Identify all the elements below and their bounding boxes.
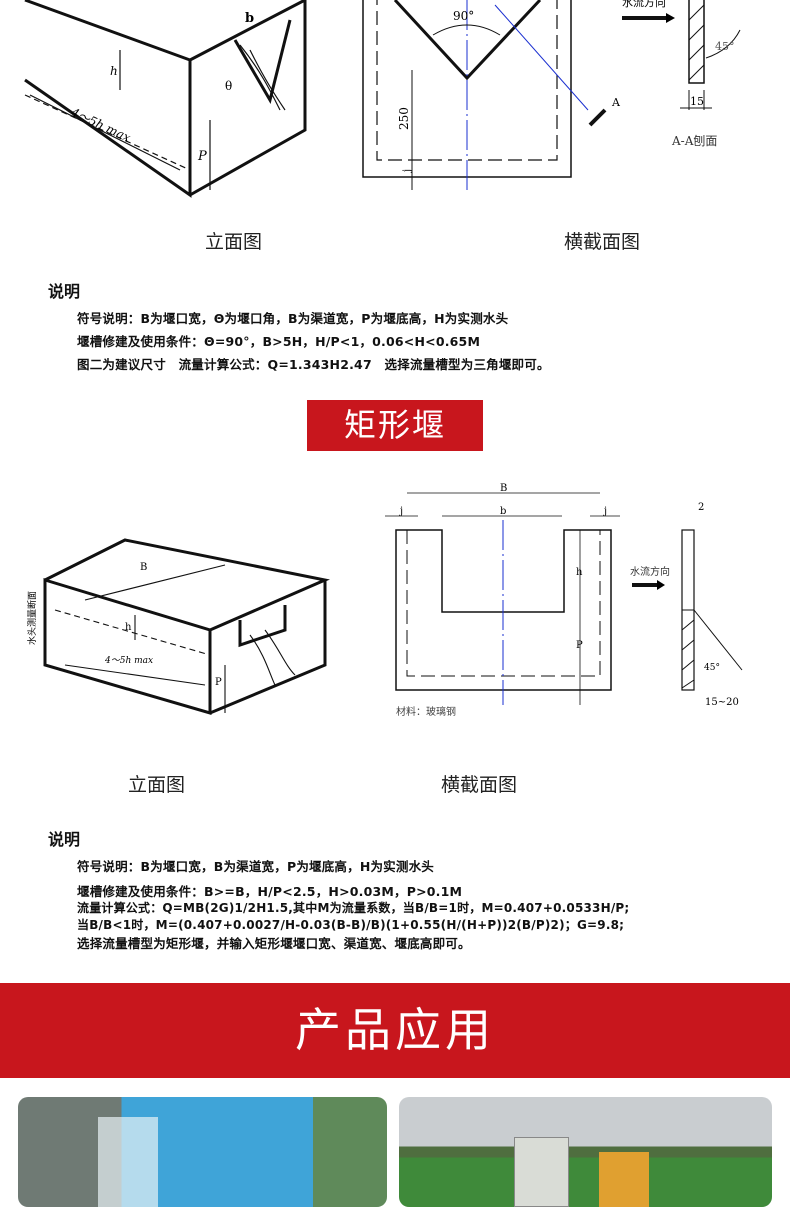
notes-line: 堰槽修建及使用条件：B>=B，H/P<2.5，H>0.03M，P>0.1M: [77, 884, 463, 899]
label-B: B: [500, 483, 507, 494]
label-h: h: [125, 622, 132, 633]
notes-line: 选择流量槽型为矩形堰，并输入矩形堰堰口宽、渠道宽、堰底高即可。: [77, 936, 471, 951]
label-b: b: [500, 506, 506, 517]
notes-line: 流量计算公式：Q=MB(2G)1/2H1.5,其中M为流量系数，当B/B=1时，…: [77, 901, 630, 915]
label-j: j: [402, 169, 413, 173]
notes-line: 图二为建议尺寸 流量计算公式：Q=1.343H2.47 选择流量槽型为三角堰即可…: [77, 357, 550, 372]
notes-line: 符号说明：B为堰口宽，Θ为堰口角，B为渠道宽，P为堰底高，H为实测水头: [77, 311, 509, 326]
label-width: 15~20: [705, 697, 739, 708]
label-b: B: [140, 562, 147, 573]
caption-cross-section: 横截面图: [564, 231, 641, 253]
label-length: 4～5h max: [104, 656, 153, 666]
notes-heading: 说明: [48, 282, 81, 301]
notes-heading: 说明: [48, 830, 81, 849]
label-thickness: 2: [698, 502, 704, 513]
label-side-angle: 45°: [715, 40, 735, 53]
label-theta: θ: [225, 79, 232, 93]
notes-line: 当B/B<1时，M=(0.407+0.0027/H-0.03(B-B)/B)(1…: [77, 918, 625, 932]
application-photo-water-channel: [18, 1097, 387, 1207]
caption-cross-section: 横截面图: [441, 774, 518, 796]
control-cabinet: [514, 1137, 569, 1207]
label-h: h: [110, 64, 118, 78]
label-a: A: [611, 96, 621, 109]
label-height: 250: [397, 107, 411, 130]
label-material: 材料：玻璃钢: [396, 705, 456, 718]
label-flow: 水流方向: [630, 565, 670, 578]
label-j: j: [399, 506, 403, 517]
label-side-angle: 45°: [704, 663, 720, 673]
label-angle: 90°: [453, 9, 474, 23]
caption-elevation: 立面图: [205, 231, 263, 253]
rectangular-weir-banner: 矩形堰: [307, 400, 483, 451]
label-flow: 水流方向: [622, 0, 666, 9]
label-b: b: [245, 11, 254, 26]
label-p: P: [576, 640, 583, 651]
label-p: P: [197, 149, 207, 164]
label-p: P: [215, 677, 222, 688]
label-thickness: 15: [690, 95, 704, 108]
label-h: h: [576, 567, 583, 578]
product-application-banner: 产品应用: [0, 983, 790, 1078]
equipment-box: [599, 1152, 649, 1207]
label-j: j: [603, 506, 607, 517]
notes-line: 符号说明：B为堰口宽，B为渠道宽，P为堰底高，H为实测水头: [77, 859, 434, 874]
label-length: 4～5h max: [68, 105, 133, 145]
rectangular-weir-elevation-drawing: 水头测量断面 B h 4～5h max P: [26, 538, 330, 715]
label-side-title: A-A刨面: [671, 133, 717, 148]
triangular-weir-cross-section-drawing: 90° 250 j A 水流方向 45° 15 A-A刨面: [362, 0, 741, 190]
pipe-fixture: [98, 1117, 158, 1207]
caption-elevation: 立面图: [128, 774, 186, 796]
triangular-weir-elevation-drawing: b h θ 4～5h max P: [24, 0, 307, 198]
notes-line: 堰槽修建及使用条件：Θ=90°，B>5H，H/P<1，0.06<H<0.65M: [77, 334, 481, 349]
label-measure-section: 水头测量断面: [26, 591, 38, 645]
application-photo-field-station: [399, 1097, 772, 1207]
rectangular-weir-cross-section-drawing: B b j j h P 水流方向 45° 2 15~20 材料：玻璃钢: [385, 483, 743, 718]
